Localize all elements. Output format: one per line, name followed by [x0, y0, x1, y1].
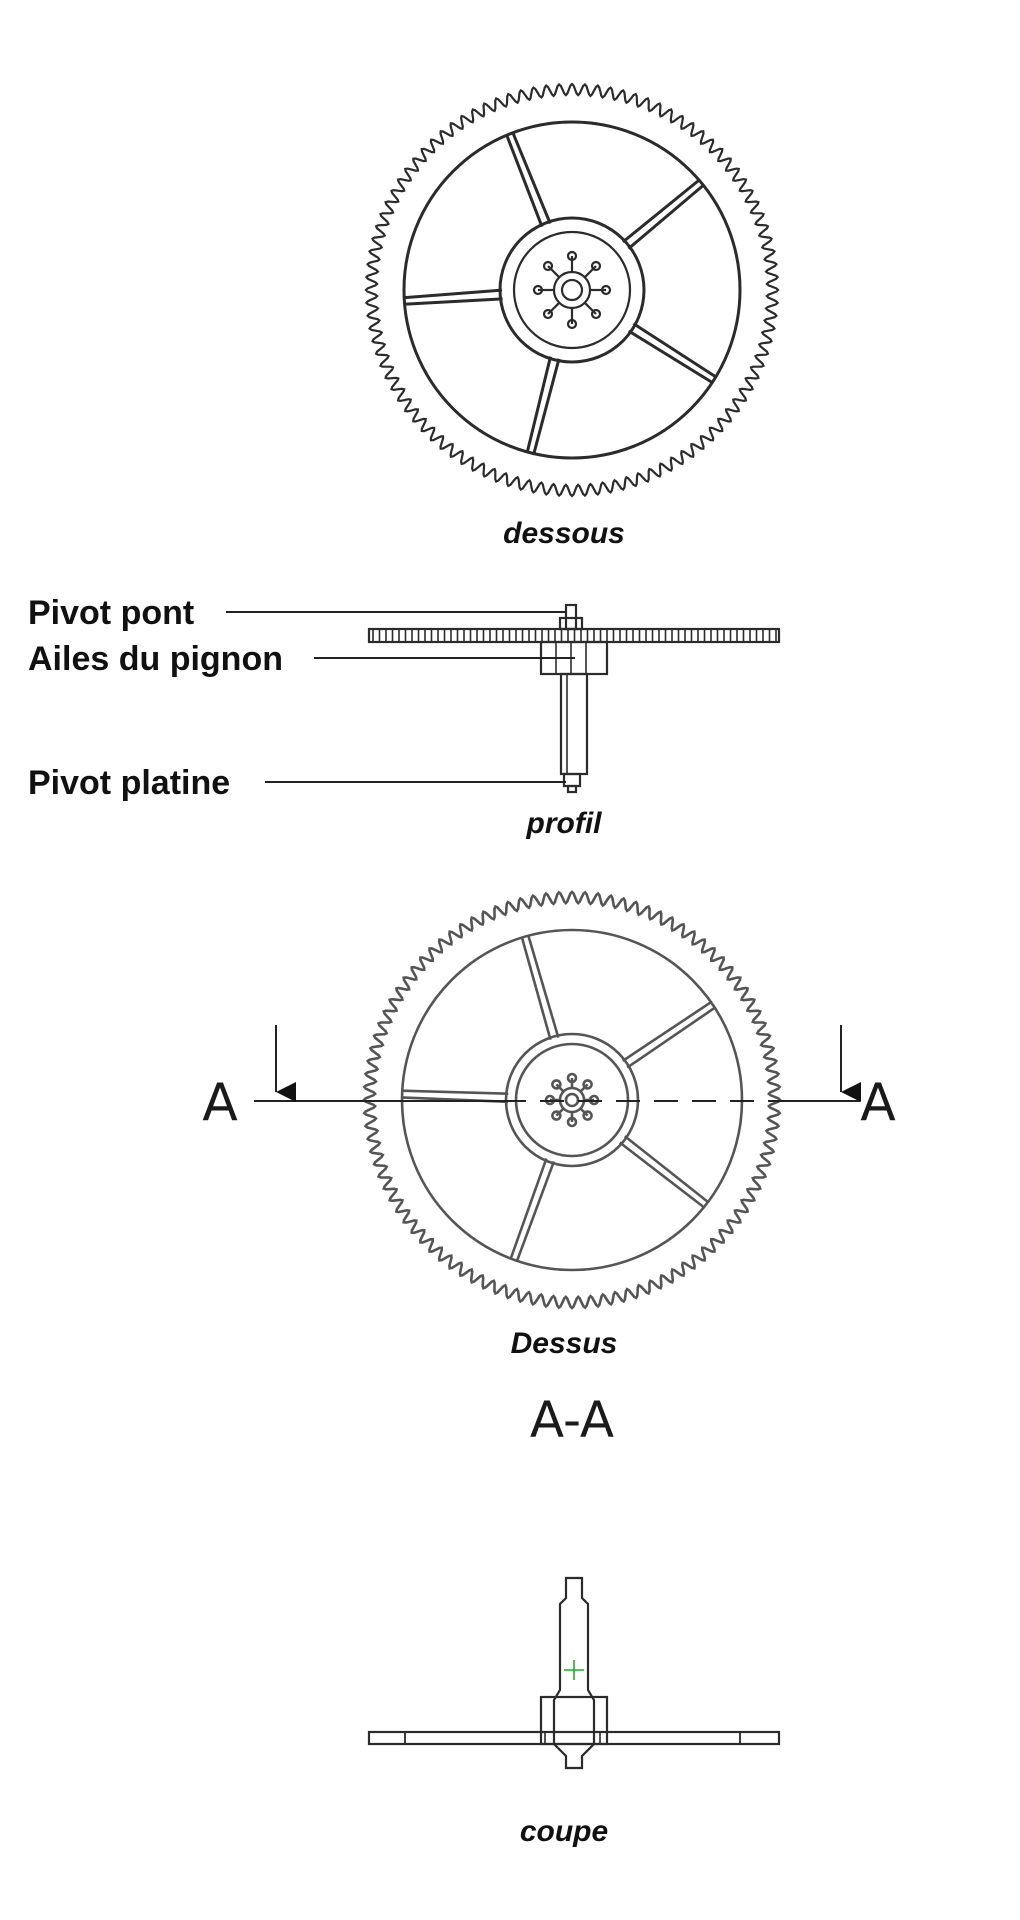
- pinion-leaves: [532, 250, 612, 330]
- gear-spoke-edge: [627, 329, 714, 385]
- label-ailes-du-pignon: Ailes du pignon: [28, 640, 283, 678]
- arbor-outer: [552, 270, 592, 310]
- arbor-inner: [564, 1092, 580, 1108]
- section-arbor: [552, 1576, 596, 1770]
- gear-spoke-edge: [626, 1006, 717, 1069]
- pinion-leaf-tip: [532, 284, 544, 296]
- gear-spoke-edge: [525, 356, 552, 454]
- gear-spoke-edge: [403, 297, 503, 306]
- caption-dessous: dessous: [503, 517, 625, 550]
- arbor-inner: [560, 278, 584, 302]
- view-coupe: A-A coupe: [367, 1391, 781, 1848]
- gear-spoke-edge: [520, 936, 552, 1041]
- gear-spoke-edge: [505, 133, 544, 228]
- pinion-leaf-tip: [542, 308, 554, 320]
- gear-spoke-edge: [623, 1135, 710, 1204]
- gear-spoke-edge: [511, 131, 552, 225]
- hub-ring-inner: [512, 230, 632, 350]
- section-wheel-plate: [367, 1730, 781, 1746]
- gear-spokes: [403, 131, 718, 455]
- pinion-leaf-tip: [551, 1110, 562, 1121]
- center-mark: [564, 1660, 584, 1680]
- caption-profil: profil: [526, 807, 603, 840]
- pinion-leaf-tip: [566, 1072, 578, 1084]
- view-dessus: A A Dessus: [202, 890, 896, 1360]
- gear-spoke-edge: [621, 1000, 713, 1062]
- gear-spoke-edge: [526, 934, 560, 1038]
- gear-spoke-edge: [509, 1158, 548, 1260]
- pinion-leaf-tip: [600, 284, 612, 296]
- pivot-platine-tip: [566, 784, 578, 794]
- caption-dessus: Dessus: [511, 1327, 618, 1360]
- gear-rim-inner: [402, 120, 742, 460]
- gear-spoke-edge: [401, 1089, 509, 1095]
- pivot-platine-shape: [562, 772, 582, 788]
- section-title: A-A: [530, 1391, 614, 1449]
- view-profil: Pivot pont Ailes du pignon Pivot platine…: [28, 594, 781, 840]
- section-wheel-cut-right: [599, 1731, 741, 1745]
- pinion-leaf: [547, 301, 561, 315]
- gear-spoke-edge: [619, 1141, 706, 1209]
- section-marker-right: A: [860, 1073, 896, 1133]
- label-pivot-pont: Pivot pont: [28, 594, 194, 632]
- pinion-leaf-tip: [590, 308, 602, 320]
- pinion-leaf: [583, 265, 597, 279]
- pinion-leaf-tip: [566, 318, 578, 330]
- pinion-leaf-tip: [582, 1110, 593, 1121]
- gear-spoke-edge: [532, 358, 561, 455]
- section-wheel-cut-left: [404, 1731, 546, 1745]
- gear-spoke-edge: [632, 322, 718, 379]
- gear-spoke-edge: [627, 183, 706, 250]
- wheel-edge-teeth: [372, 630, 777, 641]
- pivot-pont-collar: [558, 616, 584, 631]
- pinion-leaf-tip: [582, 1079, 593, 1090]
- pinion-leaf-tip: [590, 260, 602, 272]
- section-marker-left: A: [202, 1073, 238, 1133]
- hub-ring-outer: [498, 216, 646, 364]
- pinion-leaf-tip: [542, 260, 554, 272]
- hub-ring-inner: [514, 1042, 630, 1158]
- pinion-leaf-tip: [566, 250, 578, 262]
- gear-teeth-outline: [364, 82, 780, 498]
- gear-spoke-edge: [403, 288, 503, 300]
- gear-spoke-edge: [621, 178, 701, 244]
- arbor-shaft: [559, 672, 589, 776]
- label-pivot-platine: Pivot platine: [28, 764, 230, 802]
- pinion-leaf: [547, 265, 561, 279]
- pinion-leaf: [583, 301, 597, 315]
- gear-spoke-edge: [515, 1160, 556, 1263]
- pinion-leaf-tip: [566, 1116, 578, 1128]
- caption-coupe: coupe: [520, 1815, 608, 1848]
- section-hub: [539, 1695, 609, 1746]
- gear-spokes: [400, 934, 717, 1263]
- view-dessous: dessous: [364, 82, 780, 550]
- pinion-leaf-tip: [551, 1079, 562, 1090]
